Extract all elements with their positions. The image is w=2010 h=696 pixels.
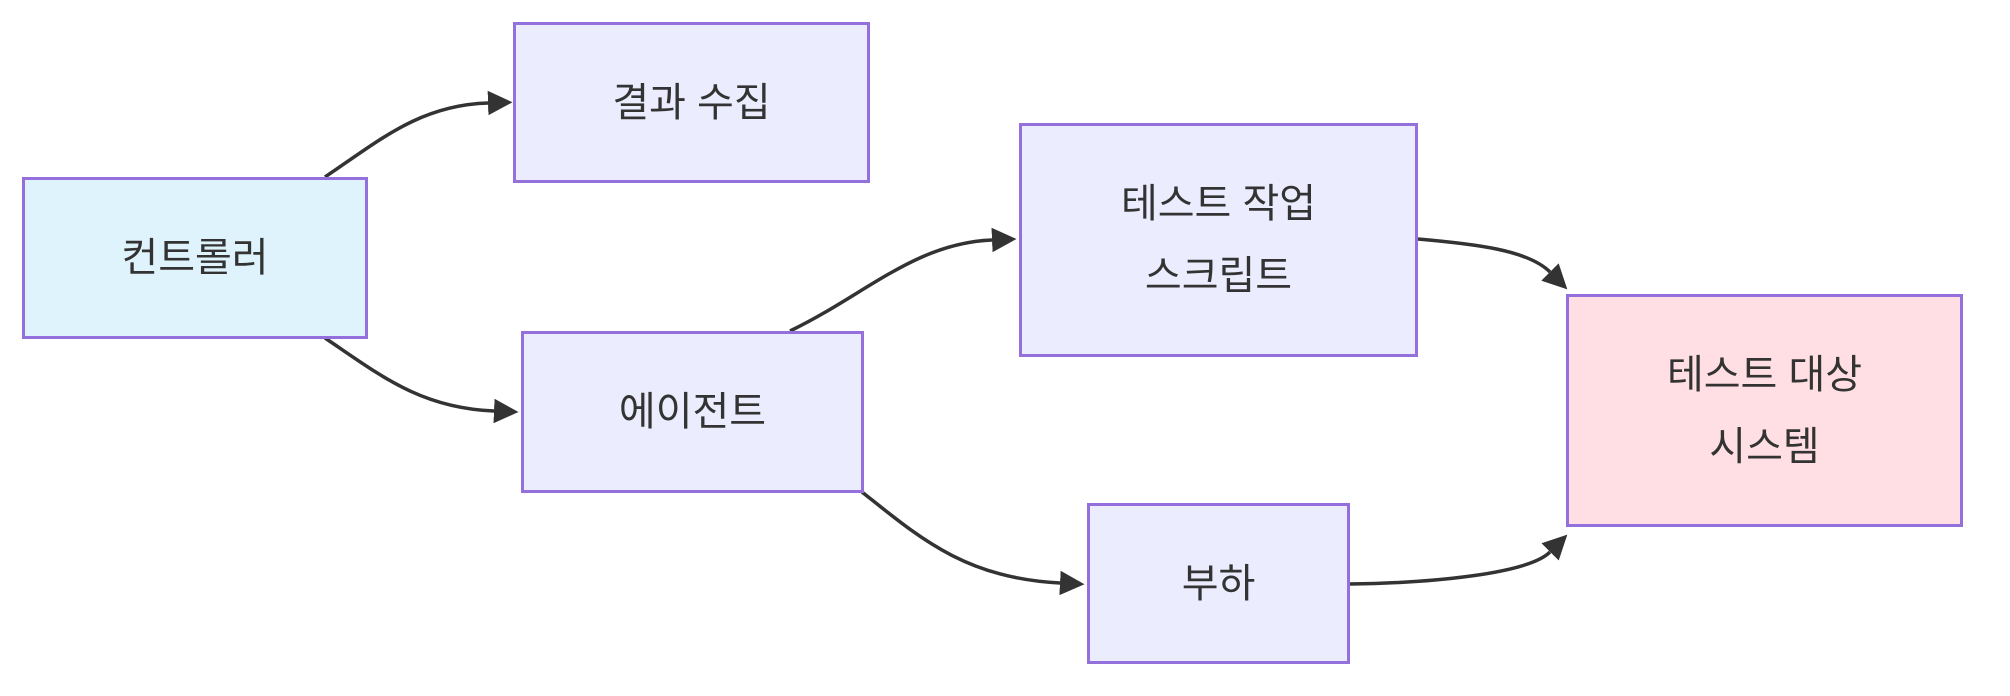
node-result-collection: 결과 수집 bbox=[513, 22, 870, 183]
node-target-system-label: 테스트 대상 시스템 bbox=[1666, 352, 1863, 469]
edge-controller-to-result-collection bbox=[324, 90, 513, 179]
node-controller: 컨트롤러 bbox=[22, 177, 368, 339]
node-result-collection-label: 결과 수집 bbox=[612, 80, 771, 125]
edge-test-script-to-target-system bbox=[1417, 237, 1568, 290]
edge-agent-to-test-script bbox=[789, 227, 1017, 333]
node-test-script-label: 테스트 작업 스크립트 bbox=[1120, 182, 1317, 298]
node-load: 부하 bbox=[1087, 503, 1350, 664]
node-agent: 에이전트 bbox=[521, 331, 864, 493]
node-load-label: 부하 bbox=[1181, 561, 1256, 606]
node-target-system: 테스트 대상 시스템 bbox=[1566, 294, 1963, 527]
edge-load-to-target-system bbox=[1349, 534, 1568, 586]
edge-controller-to-agent bbox=[324, 336, 519, 424]
node-controller-label: 컨트롤러 bbox=[121, 236, 269, 280]
node-agent-label: 에이전트 bbox=[618, 390, 767, 434]
edge-agent-to-load bbox=[860, 490, 1085, 596]
node-test-script: 테스트 작업 스크립트 bbox=[1019, 123, 1418, 357]
